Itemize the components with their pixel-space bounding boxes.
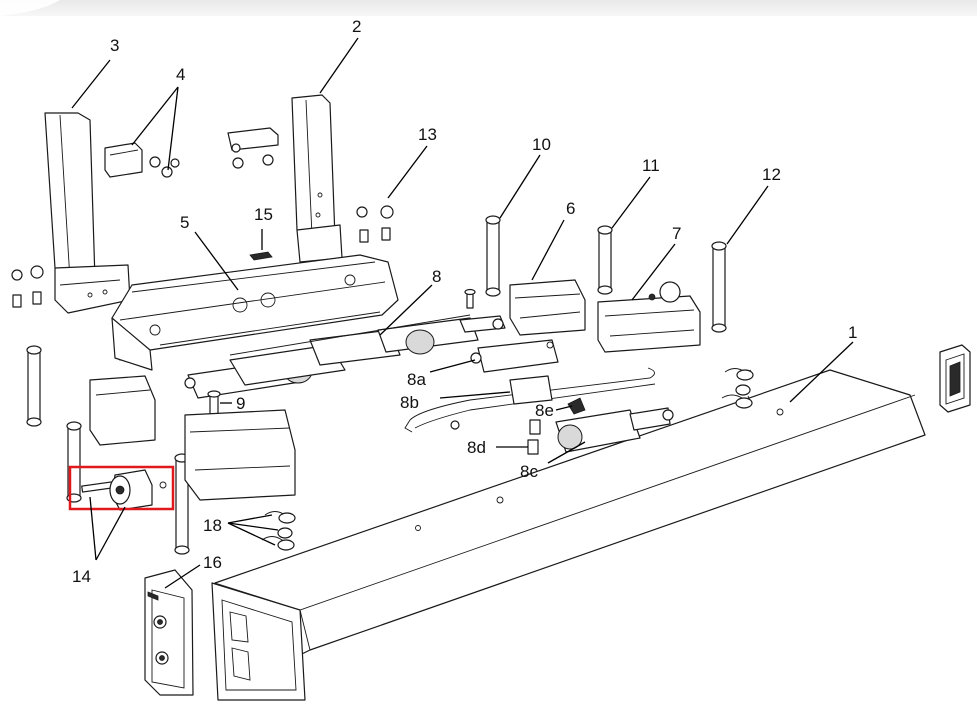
callout-8d: 8d [467, 438, 486, 457]
highlight-box-part-14 [68, 465, 175, 511]
upright-bracket-part-2 [291, 94, 343, 263]
callout-6: 6 [566, 199, 575, 218]
main-frame-part-5 [111, 254, 399, 371]
callout-8e: 8e [535, 401, 554, 420]
callout-11: 11 [642, 156, 660, 175]
plate-part-15 [249, 251, 273, 261]
header-bar [0, 0, 977, 16]
rod-part-10 [485, 215, 501, 297]
end-cap-far [939, 344, 971, 413]
callout-8c: 8c [520, 462, 538, 481]
callout-15: 15 [254, 205, 273, 224]
callout-3: 3 [110, 36, 119, 55]
pin-top [464, 288, 476, 309]
callout-13: 13 [418, 125, 437, 144]
callout-4: 4 [176, 65, 185, 84]
callout-7: 7 [672, 224, 681, 243]
actuator-assembly-part-8 [184, 314, 506, 399]
carriage-part-7 [597, 281, 701, 353]
callout-5: 5 [180, 213, 189, 232]
clamp-bracket-right [227, 127, 279, 169]
callout-12: 12 [762, 165, 781, 184]
callout-8a: 8a [407, 370, 426, 389]
callout-14: 14 [72, 567, 91, 586]
spring-set-right [721, 368, 754, 409]
motor-8c [555, 407, 674, 453]
callout-8: 8 [432, 267, 441, 286]
rod-part-11 [597, 225, 613, 295]
main-beam-part-1 [211, 369, 926, 701]
rod-part-12 [711, 241, 727, 333]
callout-8b: 8b [400, 393, 419, 412]
cable-harness-8b [404, 367, 656, 433]
roller-part-14 [81, 469, 167, 511]
lower-carriage-front [184, 409, 296, 501]
nut-bolt-set-left [11, 265, 44, 308]
spacer-8d [527, 419, 541, 455]
clamp-bracket-part-4 [104, 142, 180, 178]
callout-10: 10 [532, 135, 551, 154]
lower-carriage-left [89, 375, 156, 446]
rod-left [26, 345, 42, 427]
end-cap-part-16 [144, 569, 194, 696]
carriage-part-6 [509, 279, 586, 336]
callout-labels: 2 3 4 5 6 7 8 8a 8b 8c 8d 8e 9 10 11 12 … [72, 17, 857, 586]
pin-part-9 [207, 390, 221, 415]
clip-8e [567, 397, 586, 415]
callout-18: 18 [203, 516, 222, 535]
upright-bracket-part-3 [44, 112, 131, 314]
callout-1: 1 [848, 323, 857, 342]
nut-bolt-set-part-13 [356, 205, 394, 243]
callout-16: 16 [203, 553, 222, 572]
actuator-bracket-8a [470, 339, 559, 373]
callout-9: 9 [236, 394, 245, 413]
spring-set-part-18 [261, 511, 296, 551]
callout-2: 2 [352, 17, 361, 36]
leader-lines [71, 37, 854, 589]
